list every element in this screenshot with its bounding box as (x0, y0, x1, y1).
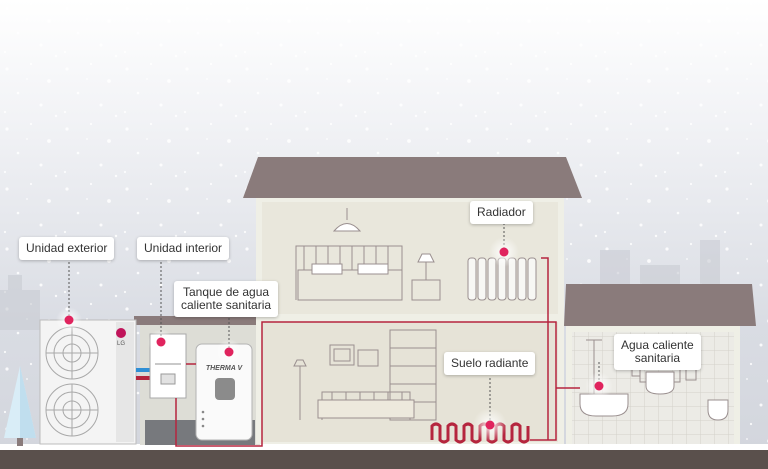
lg-logo (116, 328, 126, 338)
piping (175, 257, 580, 447)
outdoor-unit-label[interactable]: Unidad exterior (19, 237, 115, 260)
hotspot-outdoor-unit (56, 307, 82, 333)
ground (0, 449, 768, 469)
hot-water-tank: THERMA V (195, 343, 253, 441)
hotspots (56, 237, 613, 442)
domestic-hot-water-label[interactable]: Agua caliente sanitaria (614, 334, 701, 370)
tank-brand: THERMA V (206, 365, 244, 372)
water-tank-label-line1: Tanque de agua (182, 285, 270, 299)
hotspot-radiator (489, 237, 519, 267)
bedroom-furniture (295, 208, 441, 301)
living-room-furniture (293, 329, 437, 421)
water-tank-label[interactable]: Tanque de agua caliente sanitaria (174, 281, 279, 317)
outdoor-unit: LG (39, 319, 150, 445)
indoor-unit-label[interactable]: Unidad interior (137, 237, 230, 260)
radiator-label[interactable]: Radiador (470, 201, 533, 224)
water-tank-label-line2: caliente sanitaria (181, 298, 272, 312)
hotspot-indoor-unit (148, 329, 174, 355)
hotspot-floor-heating (473, 408, 507, 442)
floor-heating-label[interactable]: Suelo radiante (444, 352, 536, 375)
domestic-hot-water-label-line2: sanitaria (634, 351, 681, 365)
outdoor-unit-brand: LG (117, 341, 125, 347)
bathroom-fixtures (579, 339, 729, 421)
domestic-hot-water-label-line1: Agua caliente (621, 338, 694, 352)
hotspot-bathroom (585, 372, 613, 400)
hotspot-water-tank (216, 339, 242, 365)
snowy-tree-icon (4, 366, 36, 446)
